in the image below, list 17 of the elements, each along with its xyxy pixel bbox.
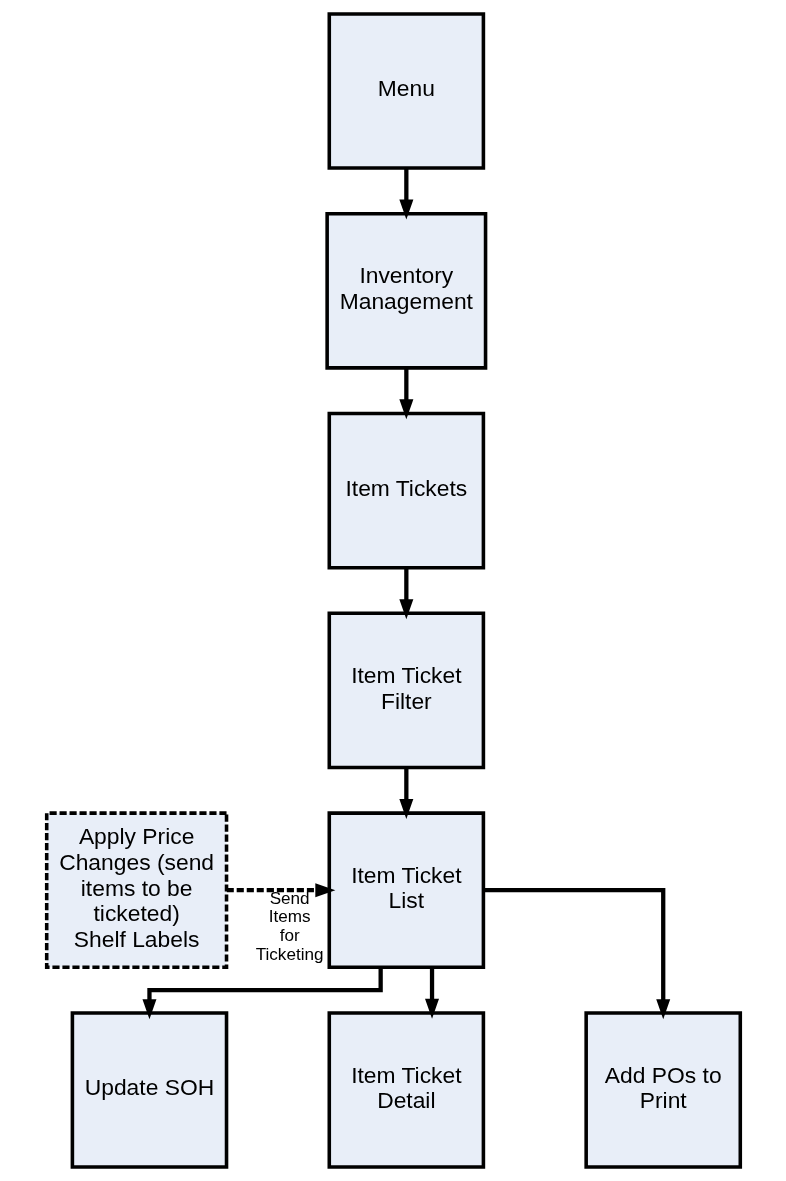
- node-box: Item Ticket List: [327, 811, 485, 970]
- arrow: [398, 368, 413, 420]
- arrow: [226, 883, 335, 898]
- node-box: Inventory Management: [324, 211, 487, 370]
- node-box: Item Ticket Filter: [327, 611, 485, 770]
- node-box: Item Tickets: [327, 411, 485, 570]
- node-box: Add POs to Print: [583, 1011, 742, 1169]
- node-box: Item Ticket Detail: [327, 1011, 485, 1169]
- node-box: Menu: [327, 12, 485, 170]
- node-box: Apply Price Changes (send items to be ticketed) Shelf Labels: [44, 811, 228, 970]
- arrow: [398, 567, 413, 620]
- arrow: [398, 767, 413, 819]
- arrow: [424, 967, 439, 1019]
- arrow: [398, 168, 413, 220]
- node-box: Update SOH: [70, 1011, 228, 1169]
- arrow: [482, 888, 670, 1020]
- edge-label: Send Items for Ticketing: [255, 888, 324, 964]
